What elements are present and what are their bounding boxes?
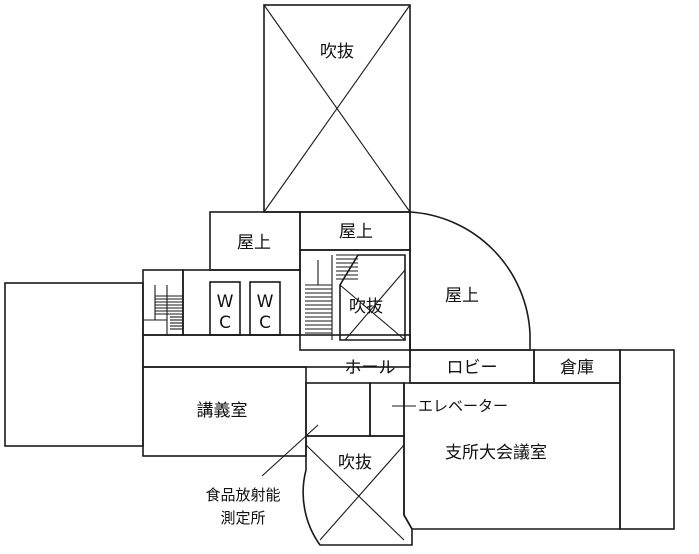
- rooftop-left-label: 屋上: [237, 233, 271, 253]
- wc-1-label-c: C: [219, 313, 231, 333]
- stair-mid: [299, 249, 411, 351]
- void-top-label: 吹抜: [320, 42, 354, 62]
- west-wing: [4, 282, 144, 447]
- void-bottom-label: 吹抜: [338, 453, 372, 473]
- rooftop-right-area: [409, 211, 531, 351]
- lobby-label: ロビー: [447, 358, 498, 378]
- lecture-room-label: 講義室: [197, 401, 248, 421]
- storage-label: 倉庫: [560, 358, 594, 378]
- void-mid-label: 吹抜: [349, 297, 383, 317]
- wc-2-label-w: W: [257, 292, 274, 312]
- void-mid-area: [339, 254, 406, 341]
- wc-2-label-c: C: [259, 313, 271, 333]
- hall-label: ホール: [345, 358, 396, 378]
- food-lab-area: [305, 382, 405, 437]
- wc-block: [182, 269, 301, 336]
- elevator-label: エレベーター: [418, 397, 508, 415]
- void-bottom-area: [302, 435, 413, 546]
- rooftop-right-label: 屋上: [445, 286, 479, 306]
- rooftop-mid-label: 屋上: [339, 222, 373, 242]
- food-lab-label-line2: 測定所: [220, 509, 265, 527]
- stair-left: [142, 269, 184, 336]
- food-lab-label-line1: 食品放射能: [205, 486, 280, 504]
- void-top-area: [263, 4, 411, 213]
- wc-1-label-w: W: [217, 292, 234, 312]
- branch-meeting-room-label: 支所大会議室: [445, 443, 547, 463]
- food-lab-leader-line: [261, 424, 319, 477]
